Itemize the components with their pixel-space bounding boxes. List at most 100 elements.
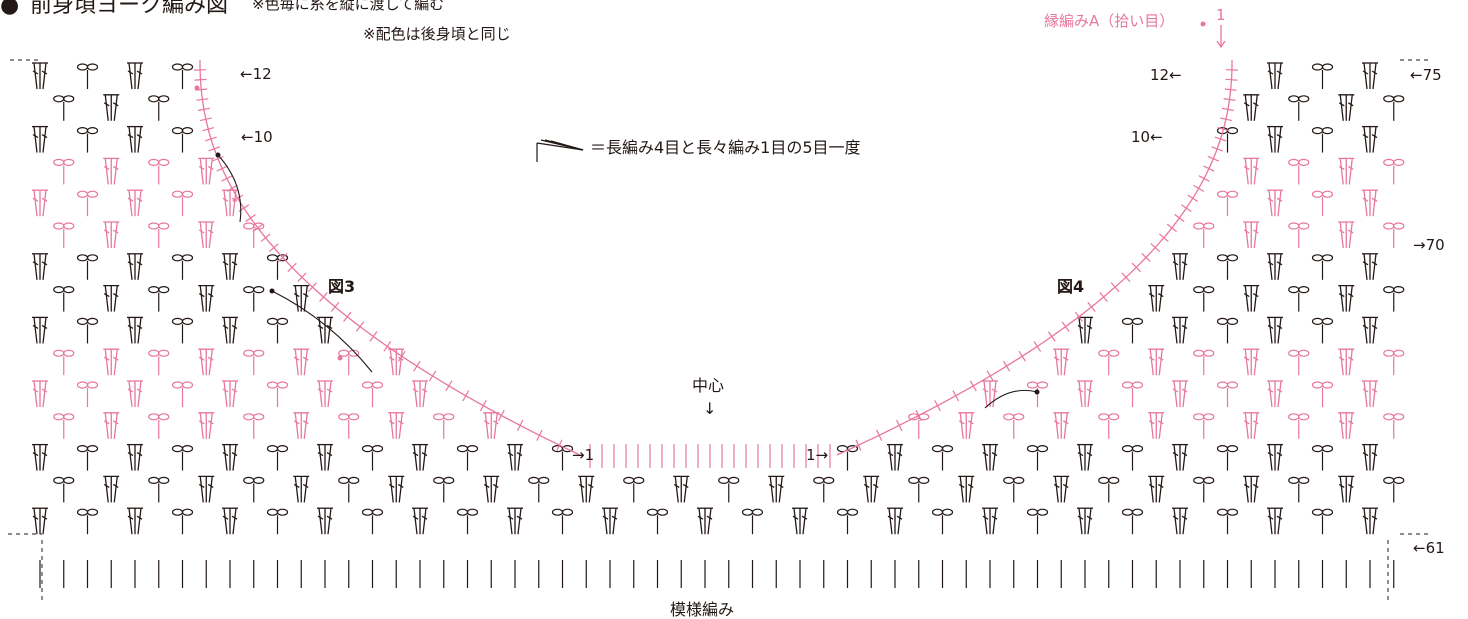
- chain-stitch: [171, 190, 194, 198]
- row-label-right-1: 1→: [806, 446, 828, 464]
- chain-stitch: [243, 413, 265, 421]
- chain-stitch: [433, 476, 455, 484]
- stitch-group: [1362, 253, 1378, 280]
- chain-stitch: [1311, 381, 1334, 389]
- row-label-61: ←61: [1413, 539, 1445, 557]
- stitch-group: [1267, 62, 1283, 90]
- chain-stitch: [53, 349, 75, 357]
- chain-stitch: [1311, 127, 1334, 135]
- edge-stitch: [1018, 350, 1027, 362]
- edge-stitch: [212, 155, 224, 162]
- chain-stitch: [1121, 381, 1144, 389]
- edge-stitch: [1198, 175, 1210, 182]
- guide-dot: [337, 355, 343, 361]
- stitch-group: [982, 443, 998, 471]
- chain-stitch: [171, 254, 194, 262]
- chain-stitch: [171, 127, 194, 135]
- edge-stitch: [1223, 98, 1236, 101]
- stitch-group: [1267, 443, 1283, 471]
- chain-stitch: [171, 381, 194, 389]
- decrease-guide: [217, 154, 242, 223]
- row-label-left-10: ←10: [241, 128, 273, 146]
- stitch-group: [317, 316, 333, 344]
- stitch-group: [1338, 475, 1355, 503]
- chain-stitch: [1383, 413, 1405, 421]
- edge-stitch: [369, 331, 378, 342]
- stitch-group: [198, 284, 215, 312]
- chain-stitch: [266, 381, 289, 389]
- stitch-group: [863, 475, 880, 503]
- chain-stitch: [1193, 349, 1215, 357]
- stitch-group: [127, 316, 143, 344]
- stitch-group: [127, 380, 143, 408]
- edge-stitch: [343, 311, 352, 322]
- stitch-group: [103, 348, 120, 376]
- edge-stitch: [1158, 233, 1169, 243]
- decrease-guide: [984, 389, 1038, 409]
- chain-stitch: [931, 508, 954, 516]
- edge-stitch: [969, 380, 977, 392]
- edge-stitch: [196, 98, 209, 101]
- chain-stitch: [1193, 413, 1215, 421]
- stitch-group: [1267, 507, 1283, 535]
- chain-stitch: [433, 413, 455, 421]
- chain-stitch: [1193, 286, 1215, 294]
- stitch-group: [127, 443, 143, 471]
- stitch-group: [293, 475, 310, 503]
- stitch-group: [982, 507, 998, 535]
- edge-stitch: [1221, 107, 1234, 112]
- stitch-group: [222, 443, 238, 471]
- edge-stitch: [383, 341, 392, 352]
- edge-stitch: [1033, 341, 1042, 352]
- neck-edge-curve: [199, 60, 581, 456]
- stitch-group: [103, 412, 120, 439]
- stitch-group: [1172, 507, 1188, 535]
- edge-stitch: [1214, 136, 1227, 142]
- stitch-group: [1172, 316, 1188, 344]
- stitch-group: [578, 475, 595, 503]
- stitch-group: [1267, 125, 1283, 153]
- stitch-group: [1172, 443, 1188, 471]
- stitch-group: [127, 253, 143, 280]
- chain-stitch: [53, 413, 75, 421]
- stitch-group: [198, 412, 215, 439]
- chain-stitch: [1311, 317, 1334, 325]
- chain-stitch: [1216, 190, 1239, 198]
- edge-stitch: [307, 282, 317, 293]
- chain-stitch: [528, 476, 550, 484]
- stitch-group: [388, 348, 405, 376]
- chain-stitch: [148, 349, 170, 357]
- chain-stitch: [1121, 317, 1144, 325]
- edge-stitch: [319, 292, 328, 302]
- stitch-group: [1148, 475, 1165, 503]
- edge-stitch: [1224, 88, 1237, 91]
- edge-stitch: [1217, 126, 1230, 132]
- chain-stitch: [1121, 445, 1144, 453]
- chain-stitch: [148, 95, 170, 103]
- chain-stitch: [266, 254, 289, 262]
- stitch-group: [1077, 507, 1093, 535]
- chain-stitch: [1383, 476, 1405, 484]
- edge-stitch: [397, 350, 406, 362]
- stitch-group: [507, 507, 523, 535]
- chain-stitch: [53, 158, 75, 166]
- chain-stitch: [361, 381, 384, 389]
- chain-stitch: [171, 63, 194, 71]
- chain-stitch: [551, 508, 574, 516]
- chain-stitch: [148, 286, 170, 294]
- chain-stitch: [1383, 222, 1405, 230]
- chain-stitch: [338, 349, 360, 357]
- stitch-group: [1077, 380, 1093, 408]
- row-label-left-1: →1: [572, 446, 594, 464]
- chain-stitch: [171, 317, 194, 325]
- row-label-75: ←75: [1410, 66, 1442, 84]
- chain-stitch: [53, 222, 75, 230]
- stitch-group: [1362, 507, 1378, 535]
- guide-dot: [1034, 389, 1040, 395]
- edging-label: 縁編みA（拾い目）: [1044, 12, 1174, 30]
- edge-stitch: [330, 301, 340, 312]
- stitch-group: [1172, 380, 1188, 408]
- stitch-group: [32, 125, 48, 153]
- edge-stitch: [277, 252, 288, 263]
- edging-start-arrow: [1216, 25, 1226, 49]
